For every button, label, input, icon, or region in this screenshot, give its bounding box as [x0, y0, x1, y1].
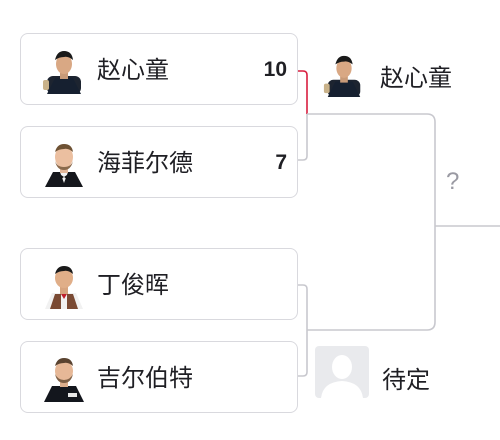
match2-top-line [298, 284, 308, 330]
player-avatar-icon [45, 266, 83, 309]
match1-to-next-line [307, 113, 436, 226]
player-name: 丁俊晖 [97, 271, 169, 299]
player-score: 7 [275, 151, 287, 174]
match1-winner-name: 赵心童 [380, 64, 452, 92]
player-avatar-icon [44, 358, 84, 402]
match2-to-next-line [307, 226, 436, 331]
match1-player1-card[interactable]: 赵心童 10 [20, 33, 298, 105]
placeholder-avatar-icon [315, 346, 369, 398]
match1-player2-card[interactable]: 海菲尔德 7 [20, 126, 298, 198]
player-avatar-icon [45, 144, 83, 187]
player-score: 10 [263, 58, 287, 81]
player-avatar-icon [43, 51, 81, 94]
match1-winner-line [298, 70, 308, 114]
next-round-placeholder: ? [446, 168, 460, 195]
match2-player1-card[interactable]: 丁俊晖 [20, 248, 298, 320]
player-name: 吉尔伯特 [97, 364, 193, 392]
match2-bottom-line [298, 330, 308, 377]
match2-winner-name: 待定 [382, 366, 430, 394]
player-name: 海菲尔德 [97, 149, 193, 177]
match1-loser-line [298, 114, 308, 161]
player-name: 赵心童 [97, 56, 169, 84]
winner-avatar-icon [323, 55, 361, 97]
match2-player2-card[interactable]: 吉尔伯特 [20, 341, 298, 413]
